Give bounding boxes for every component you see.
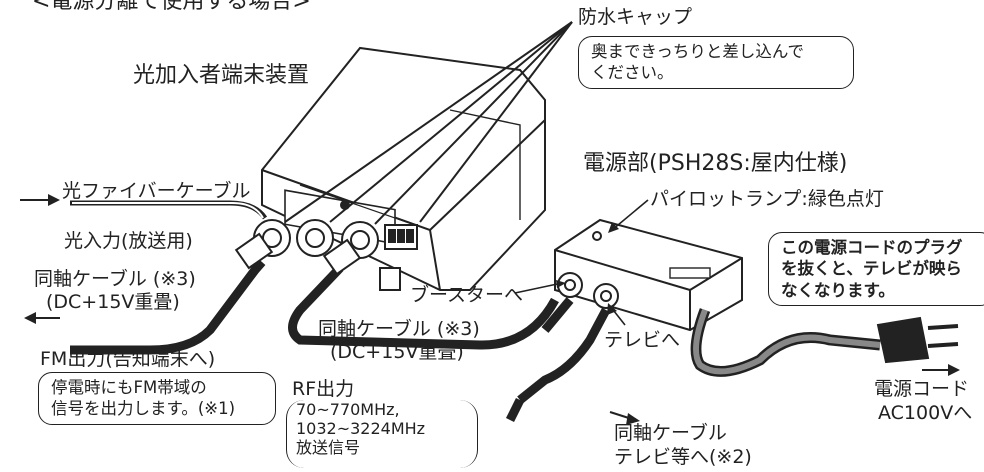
plug-note-box: この電源コードのプラグ を抜くと、テレビが映ら なくなります。: [768, 232, 984, 307]
rf-output-bracket: [286, 400, 478, 468]
coax-bottom-label: 同軸ケーブル: [614, 422, 727, 444]
power-plug: [876, 316, 959, 364]
plug-note-line1: この電源コードのプラグ: [781, 238, 963, 257]
optical-input-label: 光入力(放送用): [64, 230, 193, 252]
booster-label: ブースターへ: [410, 284, 524, 306]
cap-note-box: 奥まできっちりと差し込んで ください。: [578, 36, 854, 89]
rf-output-freq2: 1032~3224MHz: [296, 419, 426, 438]
waterproof-cap-label: 防水キャップ: [578, 6, 693, 28]
onu-label: 光加入者端末装置: [133, 63, 310, 88]
power-unit: [554, 218, 743, 332]
power-unit-label: 電源部(PSH28S:屋内仕様): [583, 151, 848, 176]
section-title: <電源分離で使用する場合>: [32, 0, 311, 14]
fm-note-line2: 信号を出力します。(※1): [51, 399, 236, 419]
rf-output-freq1: 70~770MHz,: [296, 400, 400, 419]
pilot-lamp-label: パイロットランプ:緑色点灯: [650, 188, 884, 210]
coax-center-dc-label: (DC+15V重畳): [330, 341, 464, 363]
coax-left-dc-label: (DC+15V重畳): [46, 291, 180, 313]
cap-note-line1: 奥まできっちりと差し込んで: [591, 42, 805, 61]
ac-label: AC100Vへ: [878, 402, 973, 424]
coax-cable-fm: [70, 259, 266, 355]
plug-note-line3: なくなります。: [781, 280, 895, 300]
cap-leader-lines: [284, 21, 573, 225]
fm-output-label: FM出力(告知端末へ): [40, 348, 216, 370]
fm-note-box: 停電時にもFM帯域の 信号を出力します。(※1): [38, 372, 276, 425]
optical-fiber-cable: [70, 200, 268, 220]
power-cord-label: 電源コード: [874, 378, 970, 400]
coax-bottom-dest-label: テレビ等へ(※2): [614, 446, 752, 468]
coax-cable-tv: [517, 307, 610, 404]
plug-note-line2: を抜くと、テレビが映ら: [781, 259, 962, 279]
fm-note-line1: 停電時にもFM帯域の: [51, 378, 207, 397]
tv-label: テレビへ: [604, 329, 681, 351]
rf-output-title: RF出力: [292, 378, 355, 400]
cap-note-line2: ください。: [591, 63, 674, 83]
coax-center-label: 同軸ケーブル (※3): [318, 318, 480, 340]
rf-output-signal: 放送信号: [296, 438, 361, 457]
coax-cable-rf: [288, 264, 559, 350]
optical-fiber-label: 光ファイバーケーブル: [62, 180, 251, 202]
coax-left-label: 同軸ケーブル (※3): [34, 268, 196, 290]
